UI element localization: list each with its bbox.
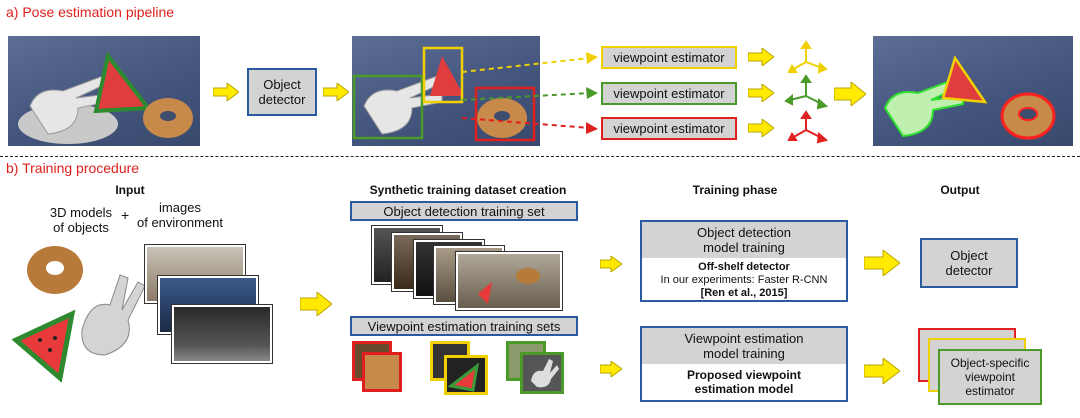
output-viewpoint-estimator: Object-specific viewpoint estimator <box>938 349 1042 405</box>
arrow-to-detections <box>323 83 349 101</box>
section-divider <box>0 156 1080 157</box>
synthetic-image-front <box>456 252 562 310</box>
detection-set-label: Object detection training set <box>350 201 578 221</box>
arrow-red-estimator <box>748 119 774 137</box>
viewpoint-thumb-watermelon <box>444 355 488 395</box>
images-label: images of environment <box>137 200 223 230</box>
output-object-detector: Object detector <box>920 238 1018 288</box>
viewpoint-sets-label: Viewpoint estimation training sets <box>350 316 578 336</box>
3d-models-illustration <box>11 246 146 383</box>
od-note: In our experiments: Faster R-CNN <box>660 274 828 286</box>
dashed-connectors <box>461 52 598 134</box>
input-scene-photo <box>8 36 200 146</box>
section-a-title: a) Pose estimation pipeline <box>6 4 175 20</box>
phase-heading: Training phase <box>692 183 778 197</box>
od-training-title: Object detection model training <box>642 222 846 258</box>
detections-photo <box>352 36 540 146</box>
viewpoint-thumb-donut <box>362 352 402 392</box>
output-heading: Output <box>940 183 980 197</box>
od-training-box: Object detection model training Off-shel… <box>640 220 848 302</box>
input-heading: Input <box>115 183 145 197</box>
od-reference: [Ren et al., 2015] <box>700 287 788 299</box>
arrow-to-synthetic <box>300 292 332 316</box>
viewpoint-estimator-green: viewpoint estimator <box>601 82 737 105</box>
od-off-shelf: Off-shelf detector <box>698 261 790 273</box>
arrow-green-estimator <box>748 84 774 102</box>
arrow-to-ve-training <box>600 361 622 377</box>
ve-training-title: Viewpoint estimation model training <box>642 328 846 364</box>
ve-proposed-model: Proposed viewpoint estimation model <box>686 368 801 396</box>
models-label: 3D models of objects <box>49 205 113 235</box>
arrow-to-output-detector <box>864 250 900 276</box>
arrow-to-output-estimator <box>864 358 900 384</box>
axes-icons <box>784 40 829 144</box>
arrow-to-output <box>834 82 866 106</box>
output-pose-photo <box>873 36 1073 146</box>
synthetic-heading: Synthetic training dataset creation <box>369 183 567 197</box>
pipeline-object-detector: Object detector <box>247 68 317 116</box>
section-b-title: b) Training procedure <box>6 160 140 176</box>
ve-training-box: Viewpoint estimation model training Prop… <box>640 326 848 402</box>
arrow-to-detector <box>213 83 239 101</box>
arrow-yellow-estimator <box>748 48 774 66</box>
plus-sign: + <box>121 207 130 223</box>
viewpoint-estimator-red: viewpoint estimator <box>601 117 737 140</box>
viewpoint-thumb-hand <box>520 352 564 394</box>
viewpoint-estimator-yellow: viewpoint estimator <box>601 46 737 69</box>
arrow-to-od-training <box>600 256 622 272</box>
env-image-desk <box>172 305 272 363</box>
